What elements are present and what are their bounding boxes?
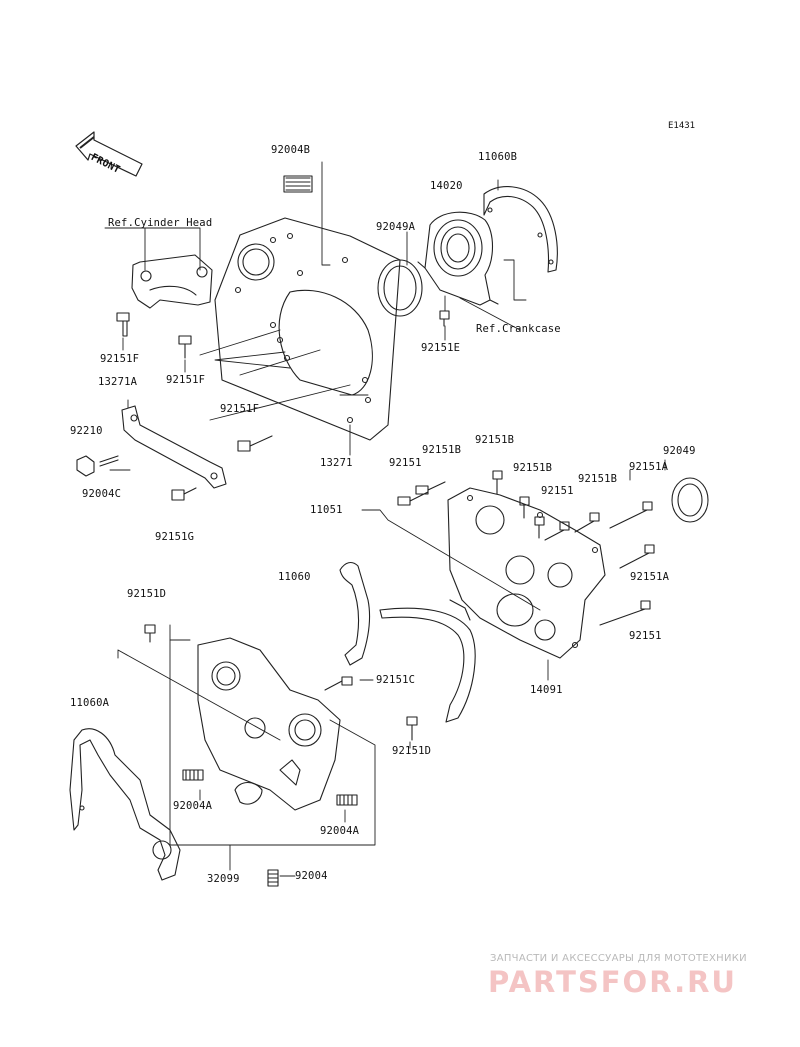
part-label-14020: 14020 — [430, 180, 463, 192]
part-label-92151F-upper: 92151F — [100, 353, 140, 365]
oil-seal-92049 — [671, 477, 709, 523]
oil-seal-92049A — [377, 259, 423, 317]
part-label-92004: 92004 — [295, 870, 328, 882]
part-label-11060A: 11060A — [70, 697, 110, 709]
housing-14020 — [417, 211, 499, 306]
ref-cylinder-head-label: Ref.Cyinder Head — [108, 217, 213, 229]
part-label-92151F-middle: 92151F — [166, 374, 206, 386]
part-label-92004C: 92004C — [82, 488, 122, 500]
gasket-11060 — [339, 561, 476, 723]
gasket-11060A — [69, 728, 181, 881]
part-label-92151B-a: 92151B — [422, 444, 462, 456]
part-label-92004B: 92004B — [271, 144, 311, 156]
part-label-92004A-a: 92004A — [173, 800, 213, 812]
part-label-92151G: 92151G — [155, 531, 195, 543]
part-label-13271: 13271 — [320, 457, 353, 469]
part-label-92210: 92210 — [70, 425, 103, 437]
part-label-14091: 14091 — [530, 684, 563, 696]
leader-lines — [104, 161, 666, 877]
cover-14091 — [447, 487, 606, 659]
part-label-11051: 11051 — [310, 504, 343, 516]
part-label-92151B-c: 92151B — [513, 462, 553, 474]
part-label-32099: 32099 — [207, 873, 240, 885]
part-label-92151B-d: 92151B — [578, 473, 618, 485]
part-label-92151F-lower: 92151F — [220, 403, 260, 415]
bracket-13271A — [121, 405, 227, 489]
front-arrow-icon — [75, 131, 143, 177]
gasket-11060B — [483, 186, 558, 273]
part-label-92151-a: 92151 — [389, 457, 422, 469]
diagram-code: E1431 — [668, 121, 696, 131]
bolts — [76, 175, 655, 887]
part-label-11060B: 11060B — [478, 151, 518, 163]
part-label-13271A: 13271A — [98, 376, 138, 388]
part-label-92151C: 92151C — [376, 674, 416, 686]
part-label-92151-c: 92151 — [629, 630, 662, 642]
plate-13271 — [214, 217, 401, 441]
gear-case-32099 — [197, 637, 341, 811]
part-label-92151D-a: 92151D — [127, 588, 167, 600]
ref-crankcase-label: Ref.Crankcase — [476, 323, 561, 335]
part-label-92151E: 92151E — [421, 342, 461, 354]
part-label-92151D-b: 92151D — [392, 745, 432, 757]
part-label-92049: 92049 — [663, 445, 696, 457]
part-label-92151B-b: 92151B — [475, 434, 515, 446]
watermark-logo: PARTSFOR.RU — [488, 965, 737, 999]
part-label-92004A-b: 92004A — [320, 825, 360, 837]
watermark-tagline: ЗАПЧАСТИ И АКСЕССУАРЫ ДЛЯ МОТОТЕХНИКИ — [490, 953, 747, 964]
part-label-11060: 11060 — [278, 571, 311, 583]
cylinder-head-bracket — [131, 254, 213, 309]
part-label-92151A-b: 92151A — [630, 571, 670, 583]
part-label-92049A: 92049A — [376, 221, 416, 233]
part-label-92151-b: 92151 — [541, 485, 574, 497]
part-label-92151A-a: 92151A — [629, 461, 669, 473]
